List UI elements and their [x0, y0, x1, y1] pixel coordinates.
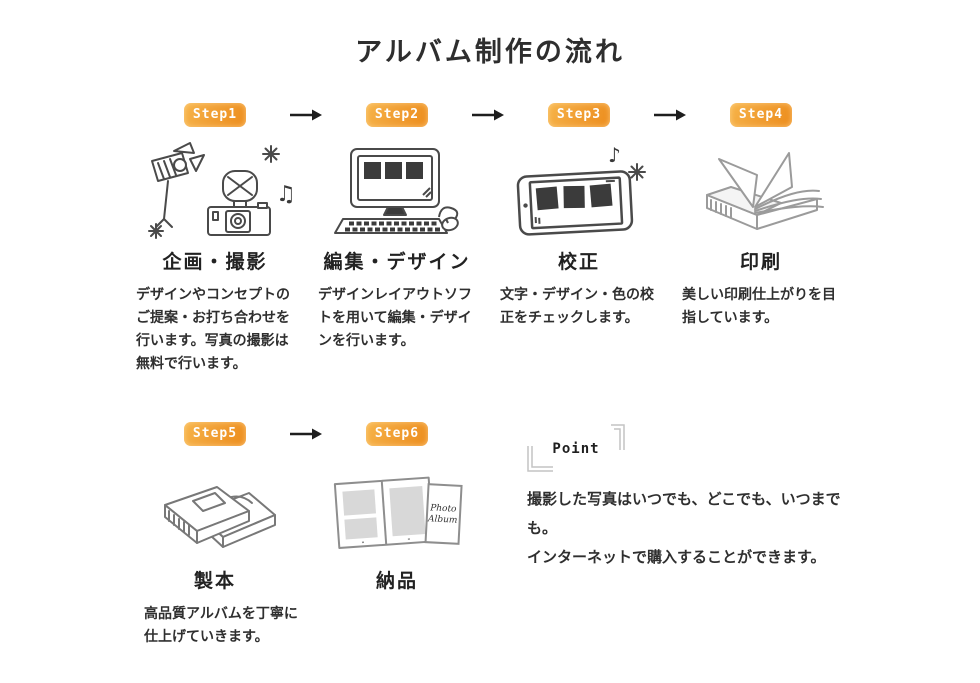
- point-description: 撮影した写真はいつでも、どこでも、いつまでも。 インターネットで購入することがで…: [527, 490, 841, 566]
- corner-bracket-top-right-icon: [611, 424, 625, 450]
- step1-badge: Step1: [184, 103, 246, 127]
- page-title: アルバム制作の流れ: [355, 37, 625, 68]
- step6-heading: 納品: [375, 570, 418, 592]
- flow-row-2: Step5: [124, 422, 488, 649]
- step5-column: Step5: [124, 422, 322, 649]
- step2-heading: 編集・デザイン: [323, 251, 471, 273]
- point-label-box: Point: [527, 424, 625, 472]
- book-print-illustration: [706, 152, 824, 230]
- step4-heading: 印刷: [739, 251, 782, 273]
- camera-shoot-illustration: ♫: [148, 142, 296, 239]
- step5-badge: Step5: [184, 422, 246, 446]
- delivery-album-illustration: Photo Album: [333, 476, 463, 549]
- step2-description: デザインレイアウトソフ トを用いて編集・デザイ ンを行います。: [318, 287, 472, 349]
- music-note-icon: ♪: [608, 144, 621, 167]
- arrow-icon: [654, 109, 686, 121]
- sparkle-icon: [628, 162, 646, 181]
- step4-badge: Step4: [730, 103, 792, 127]
- step3-heading: 校正: [557, 251, 600, 273]
- tablet-proof-illustration: ♪: [516, 144, 646, 236]
- step1-column: Step1: [124, 103, 322, 376]
- step6-badge: Step6: [366, 422, 428, 446]
- step6-column: Step6: [306, 422, 488, 649]
- step3-column: Step3: [488, 103, 686, 376]
- step4-column: Step4: [670, 103, 852, 376]
- point-label: Point: [552, 441, 600, 457]
- binding-illustration: [164, 485, 276, 548]
- step5-heading: 製本: [193, 570, 236, 592]
- step2-column: Step2: [306, 103, 504, 376]
- flow-row-1: Step1: [124, 103, 852, 376]
- arrow-icon: [472, 109, 504, 121]
- arrow-icon: [290, 428, 322, 440]
- music-note-icon: ♫: [276, 182, 296, 207]
- step4-description: 美しい印刷仕上がりを目 指しています。: [682, 287, 836, 326]
- point-callout: Point 撮影した写真はいつでも、どこでも、いつまでも。 インターネットで購入…: [527, 424, 867, 572]
- step1-description: デザインやコンセプトの ご提案・お打ち合わせを 行います。写真の撮影は 無料で行…: [136, 287, 290, 372]
- step5-description: 高品質アルバムを丁寧に 仕上げていきます。: [144, 606, 298, 645]
- album-cover-text-line1: Photo: [429, 503, 457, 514]
- sparkle-icon: [148, 145, 280, 239]
- step3-badge: Step3: [548, 103, 610, 127]
- album-cover-text-line2: Album: [427, 514, 458, 526]
- step1-heading: 企画・撮影: [162, 251, 268, 273]
- step3-description: 文字・デザイン・色の校 正をチェックします。: [500, 287, 654, 326]
- corner-bracket-bottom-left-icon: [527, 446, 553, 472]
- arrow-icon: [290, 109, 322, 121]
- step2-badge: Step2: [366, 103, 428, 127]
- computer-editing-illustration: [334, 148, 459, 234]
